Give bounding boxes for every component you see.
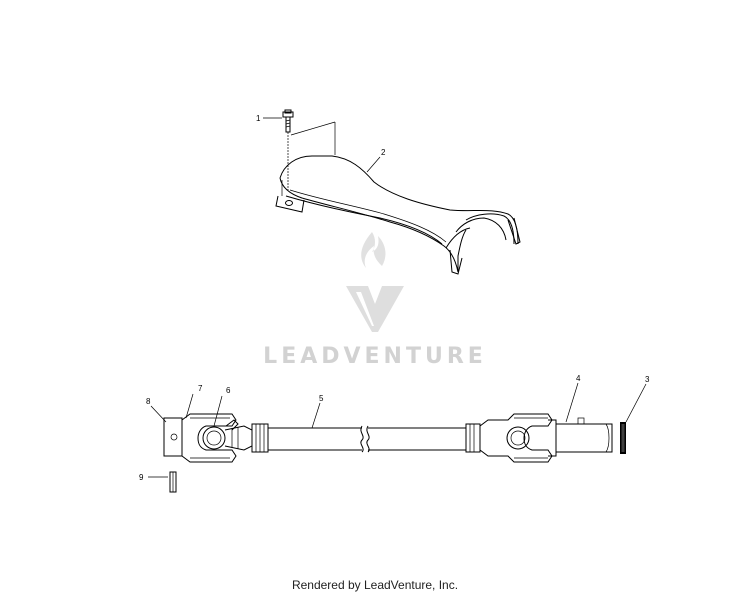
leader-7 bbox=[185, 393, 194, 419]
leader-4 bbox=[565, 382, 579, 423]
callout-6: 6 bbox=[226, 386, 231, 395]
right-collar bbox=[465, 423, 481, 453]
driveshaft-assembly bbox=[148, 382, 647, 493]
leader-2 bbox=[366, 156, 381, 173]
callout-9: 9 bbox=[139, 473, 144, 482]
left-collar bbox=[251, 423, 269, 453]
right-yoke bbox=[479, 413, 613, 463]
roll-pin bbox=[169, 471, 177, 493]
leader-5 bbox=[311, 402, 321, 429]
callout-2: 2 bbox=[381, 148, 386, 157]
watermark-text: LEADVENTURE bbox=[263, 344, 487, 369]
watermark-logo: LEADVENTURE bbox=[263, 232, 487, 369]
callout-5: 5 bbox=[319, 394, 324, 403]
callout-1: 1 bbox=[256, 114, 261, 123]
callout-7: 7 bbox=[198, 384, 203, 393]
callout-4: 4 bbox=[576, 374, 581, 383]
flame-icon bbox=[361, 232, 386, 268]
leader-6 bbox=[213, 395, 223, 427]
footer-credit: Rendered by LeadVenture, Inc. bbox=[291, 578, 459, 592]
v-mark-icon bbox=[346, 286, 404, 332]
leader-3 bbox=[625, 383, 647, 423]
u-joint-cross bbox=[202, 419, 253, 451]
left-yoke bbox=[163, 413, 237, 463]
bolt-part bbox=[282, 109, 294, 133]
driveshaft-guard bbox=[275, 155, 521, 275]
guard-assembly bbox=[263, 109, 521, 275]
drive-shaft bbox=[268, 425, 466, 453]
callout-8: 8 bbox=[146, 397, 151, 406]
leader-8 bbox=[150, 405, 167, 423]
retaining-ring bbox=[620, 422, 626, 454]
callout-3: 3 bbox=[645, 375, 650, 384]
